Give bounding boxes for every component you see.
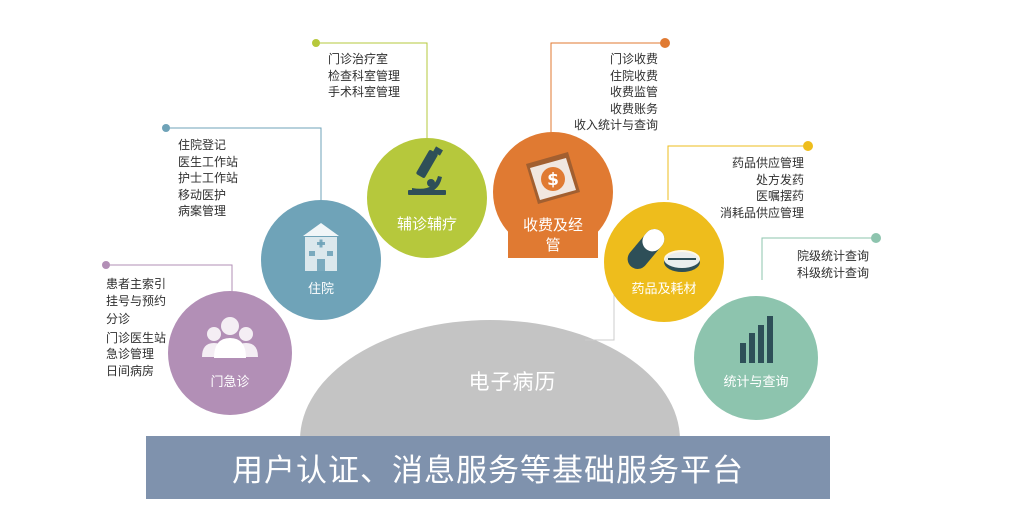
dot-billing [660,38,670,48]
node-auxiliary-label: 辅诊辅疗 [396,215,457,233]
list-item: 科级统计查询 [796,265,869,280]
node-statistics-label: 统计与查询 [723,375,789,390]
list-item: 急诊管理 [106,347,155,361]
list-item: 医嘱摆药 [755,189,804,203]
node-outpatient-label: 门急诊 [210,375,250,390]
dot-inpatient [162,124,170,132]
dot-statistics [871,233,881,243]
emr-label: 电子病历 [468,370,557,394]
hospital-icon [303,223,339,271]
list-item: 收入统计与查询 [573,118,658,132]
auxiliary-feature-list: 门诊治疗室 检查科室管理 手术科室管理 [328,51,400,101]
people-group-icon [202,317,258,358]
list-item: 门诊治疗室 [328,52,389,66]
platform-banner: 用户认证、消息服务等基础服务平台 [146,436,830,499]
list-item: 检查科室管理 [328,68,401,83]
list-item: 医生工作站 [178,154,239,169]
statistics-feature-list: 院级统计查询 科级统计查询 [797,248,869,281]
node-pharmacy-label: 药品及耗材 [631,282,697,297]
emr-dome [300,320,680,440]
list-item: 院级统计查询 [796,249,869,263]
connector-auxiliary [316,42,428,138]
list-item: 手术科室管理 [328,85,401,99]
connector-outpatient [106,264,233,300]
node-statistics-circle[interactable] [694,296,818,420]
list-item: 收费账务 [609,101,658,116]
list-item: 门诊医生站 [106,330,167,345]
node-billing-label-line1: 收费及经 [522,216,583,234]
billing-feature-list: 门诊收费 住院收费 收费监管 收费账务 收入统计与查询 [574,51,658,134]
list-item: 门诊收费 [609,52,658,66]
list-item: 患者主索引 [106,277,167,291]
connector-inpatient [166,127,322,202]
pills-icon [627,229,700,272]
platform-label: 用户认证、消息服务等基础服务平台 [232,453,744,489]
node-billing-base [508,222,598,258]
list-item: 住院登记 [178,138,227,152]
bar-chart-icon [740,316,773,363]
list-item: 日间病房 [106,363,155,378]
dot-pharmacy [803,141,813,151]
list-item: 处方发药 [755,172,804,187]
pharmacy-feature-list: 药品供应管理 处方发药 医嘱摆药 消耗品供应管理 [720,155,804,221]
list-item: 护士工作站 [178,171,239,185]
list-item: 移动医护 [178,187,227,202]
connector-billing [550,42,665,140]
dot-auxiliary [312,39,320,47]
list-item: 药品供应管理 [731,156,804,170]
list-item: 消耗品供应管理 [719,205,804,220]
microscope-icon [408,146,446,195]
node-billing-label-line2: 管 [545,236,561,254]
node-auxiliary-circle[interactable] [367,138,487,258]
list-item: 住院收费 [609,68,658,83]
money-dollar-icon: $ [526,152,580,204]
list-item: 挂号与预约 [106,293,167,308]
connector-statistics [761,237,876,280]
list-item: 收费监管 [609,85,658,99]
dot-outpatient [102,261,110,269]
svg-text:$: $ [547,170,559,190]
connector-pharmacy-to-center [585,283,615,341]
list-item: 分诊 [106,312,131,326]
inpatient-feature-list: 住院登记 医生工作站 护士工作站 移动医护 病案管理 [178,137,238,220]
outpatient-feature-list: 患者主索引 挂号与预约 分诊 门诊医生站 急诊管理 日间病房 [106,276,166,379]
node-inpatient-label: 住院 [307,282,334,297]
list-item: 病案管理 [178,204,227,218]
connector-pharmacy [667,145,808,200]
